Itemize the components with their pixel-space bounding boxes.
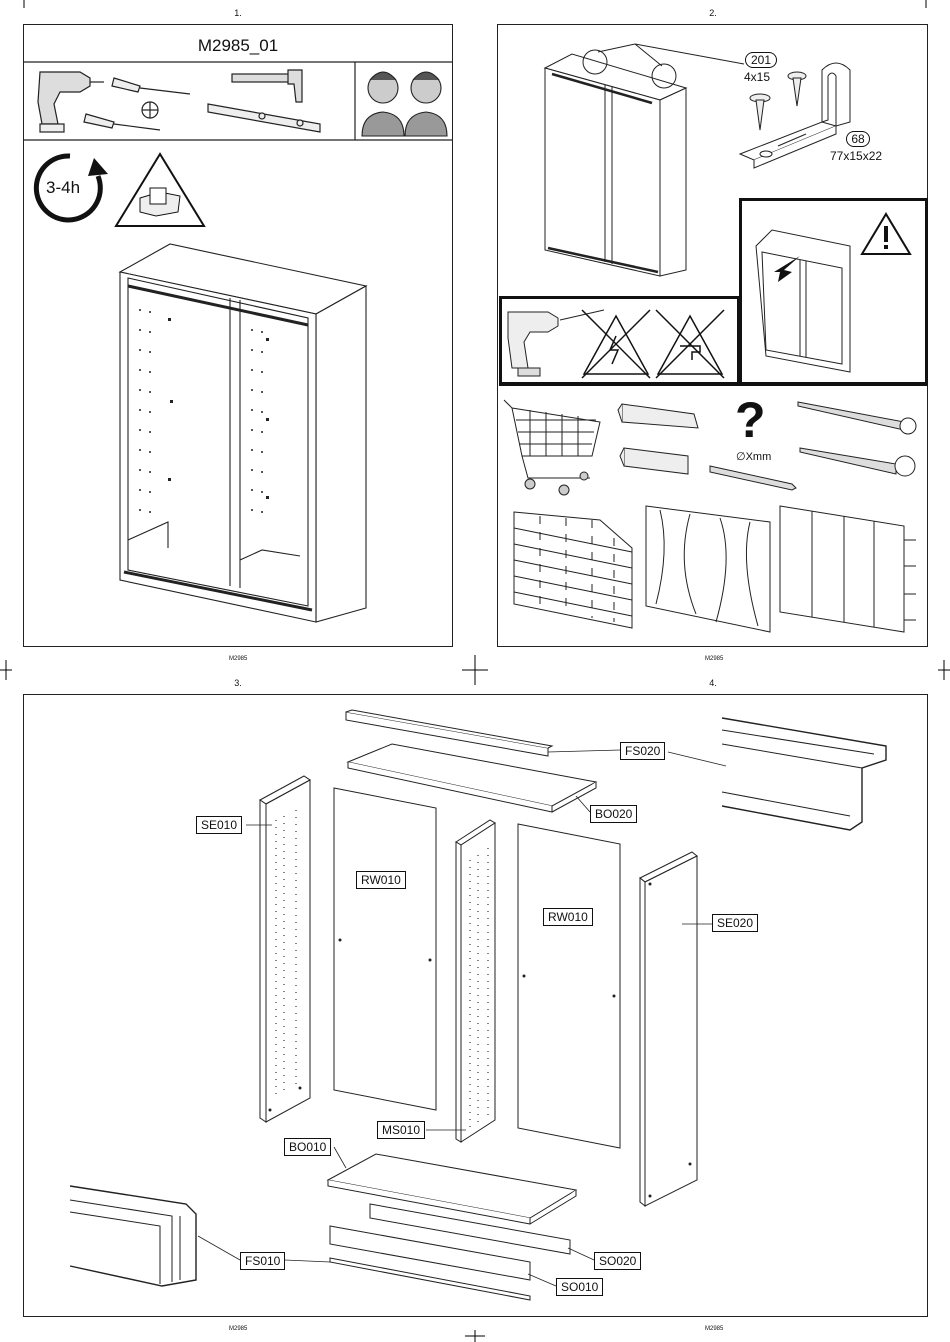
part-label-SO020: SO020 (594, 1252, 641, 1270)
part-label-SE010: SE010 (196, 816, 242, 834)
part-label-RW010-left: RW010 (356, 871, 406, 889)
footer-3: M2985 (229, 1326, 247, 1332)
footer-4: M2985 (705, 1326, 723, 1332)
part-label-FS010: FS010 (240, 1252, 285, 1270)
part-label-SO010: SO010 (556, 1278, 603, 1296)
part-label-FS020: FS020 (620, 742, 665, 760)
part-label-BO010: BO010 (284, 1138, 331, 1156)
part-label-RW010-right: RW010 (543, 908, 593, 926)
part-label-SE020: SE020 (712, 914, 758, 932)
part-label-MS010: MS010 (377, 1121, 425, 1139)
part-label-BO020: BO020 (590, 805, 637, 823)
